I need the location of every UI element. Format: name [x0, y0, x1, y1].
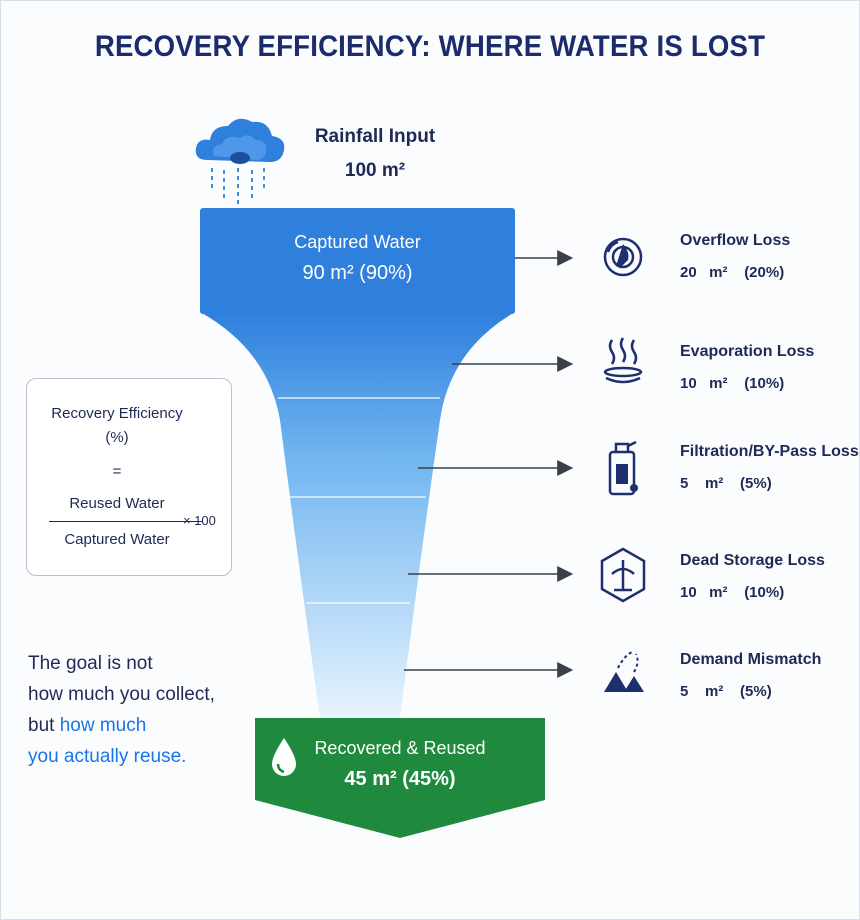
formula-title: Recovery Efficiency: [51, 405, 183, 422]
overflow-loss-value: 20 m² (20%): [680, 264, 785, 281]
formula-unit: (%): [105, 429, 129, 446]
goal-but: but: [28, 715, 60, 736]
rainfall-label: Rainfall Input: [314, 126, 436, 147]
dead-storage-loss-value: 10 m² (10%): [680, 584, 785, 601]
goal-line-2: how much you collect,: [28, 684, 215, 705]
captured-water-box: [200, 208, 515, 314]
demand-mismatch-value: 5 m² (5%): [680, 683, 772, 700]
filter-icon: [608, 440, 638, 496]
filtration-loss-name: Filtration/BY-Pass Loss: [680, 443, 859, 460]
demand-icon: [604, 651, 644, 692]
funnel-body: [200, 312, 515, 718]
overflow-loss-name: Overflow Loss: [680, 232, 791, 249]
formula-numerator: Reused Water: [69, 495, 165, 512]
formula-multiplier: × 100: [183, 513, 216, 528]
recovered-water-box: [255, 718, 545, 838]
rain-cloud-icon: [195, 118, 285, 206]
captured-water-value: 90 m² (90%): [302, 262, 413, 284]
goal-highlight-1: how much: [59, 715, 147, 736]
rainfall-value: 100 m²: [344, 160, 406, 181]
fraction-bar: [49, 521, 203, 522]
goal-line-3: but how much: [28, 710, 268, 741]
filtration-loss-value: 5 m² (5%): [680, 475, 772, 492]
water-drop-icon: [272, 738, 296, 776]
evaporation-loss-value: 10 m² (10%): [680, 375, 785, 392]
evaporation-loss-name: Evaporation Loss: [680, 343, 815, 360]
goal-line-1: The goal is not: [28, 653, 153, 674]
formula-box: Recovery Efficiency (%) = Reused Water ×…: [26, 378, 232, 576]
overflow-icon: [603, 237, 643, 277]
demand-mismatch-name: Demand Mismatch: [680, 651, 822, 668]
formula-equals: =: [112, 463, 122, 480]
formula-denominator: Captured Water: [64, 531, 170, 548]
goal-statement: The goal is not how much you collect, bu…: [28, 648, 268, 772]
recovered-value: 45 m² (45%): [344, 768, 456, 790]
dead-storage-loss-name: Dead Storage Loss: [680, 552, 825, 569]
captured-water-label: Captured Water: [294, 232, 421, 252]
goal-highlight-2: you actually reuse.: [28, 746, 187, 767]
recovered-label: Recovered & Reused: [314, 738, 486, 758]
evaporation-icon: [603, 337, 643, 384]
diagram-title: RECOVERY EFFICIENCY: WHERE WATER IS LOST: [94, 30, 766, 63]
storage-icon: [600, 547, 646, 603]
